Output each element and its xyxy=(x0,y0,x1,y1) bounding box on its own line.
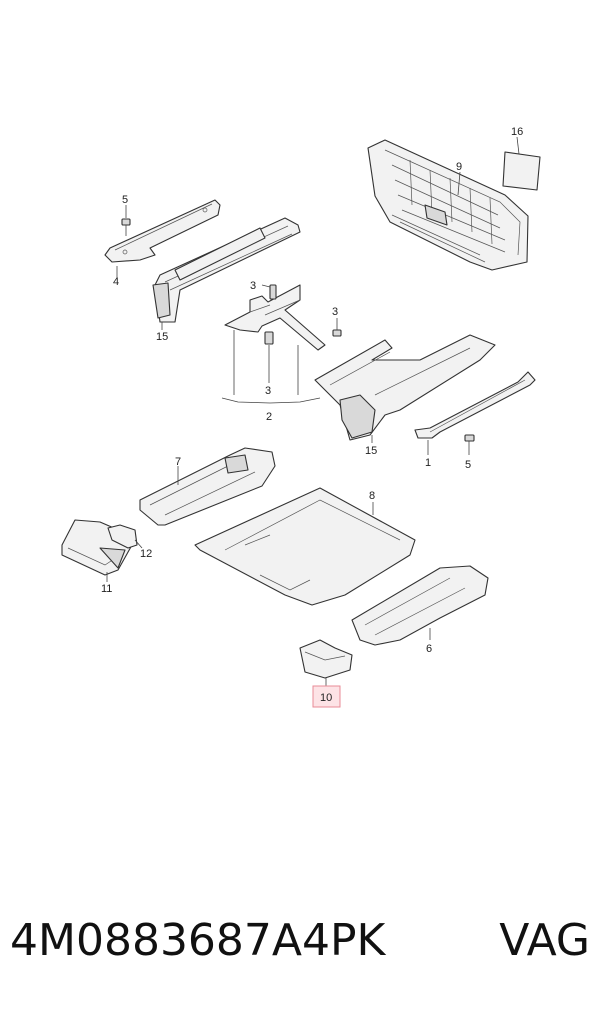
part-caption: 4M0883687A4PK VAG xyxy=(10,900,590,980)
callout-8: 8 xyxy=(369,490,375,502)
callout-5-top: 5 xyxy=(122,194,128,206)
callout-15-right: 15 xyxy=(365,445,377,457)
exploded-parts-diagram: 16 9 5 4 15 3 3 3 2 15 1 5 7 8 12 11 6 1… xyxy=(61,126,541,708)
part-1-right-rail xyxy=(414,371,536,439)
screw-3-mid xyxy=(332,318,342,337)
part-10-cover-cap xyxy=(299,639,353,679)
callout-4: 4 xyxy=(113,276,119,288)
part-4-left-rail xyxy=(104,199,221,263)
callout-16: 16 xyxy=(511,126,523,138)
callout-10: 10 xyxy=(320,692,332,704)
part-6-side-tray xyxy=(351,565,489,646)
brand-name: VAG xyxy=(499,914,590,966)
part-8-floor-mat xyxy=(194,487,416,606)
part-number: 4M0883687A4PK xyxy=(10,914,386,966)
callout-6: 6 xyxy=(426,643,432,655)
screw-5-top xyxy=(121,205,131,236)
part-15-left-rail-assembly xyxy=(152,217,301,323)
callout-1: 1 xyxy=(425,457,431,469)
callout-3-top: 3 xyxy=(250,280,256,292)
part-16-label-card xyxy=(502,151,541,191)
part-9-rear-panel xyxy=(367,139,529,271)
callout-3-right: 3 xyxy=(332,306,338,318)
part-12-clip xyxy=(107,524,143,549)
callout-12: 12 xyxy=(140,548,152,560)
part-15-right-rail-assembly xyxy=(314,334,496,441)
callout-11: 11 xyxy=(101,583,112,595)
screw-5-bottom xyxy=(464,434,475,455)
callout-2: 2 xyxy=(266,411,272,423)
callout-3-bottom: 3 xyxy=(265,385,271,397)
callout-7: 7 xyxy=(175,456,181,468)
callout-5-bottom: 5 xyxy=(465,459,471,471)
part-2-bracket xyxy=(221,284,326,404)
callout-9: 9 xyxy=(456,161,462,173)
callout-10-highlight xyxy=(312,685,341,708)
part-7-floor-tray xyxy=(139,447,276,526)
callout-15-left: 15 xyxy=(156,331,168,343)
